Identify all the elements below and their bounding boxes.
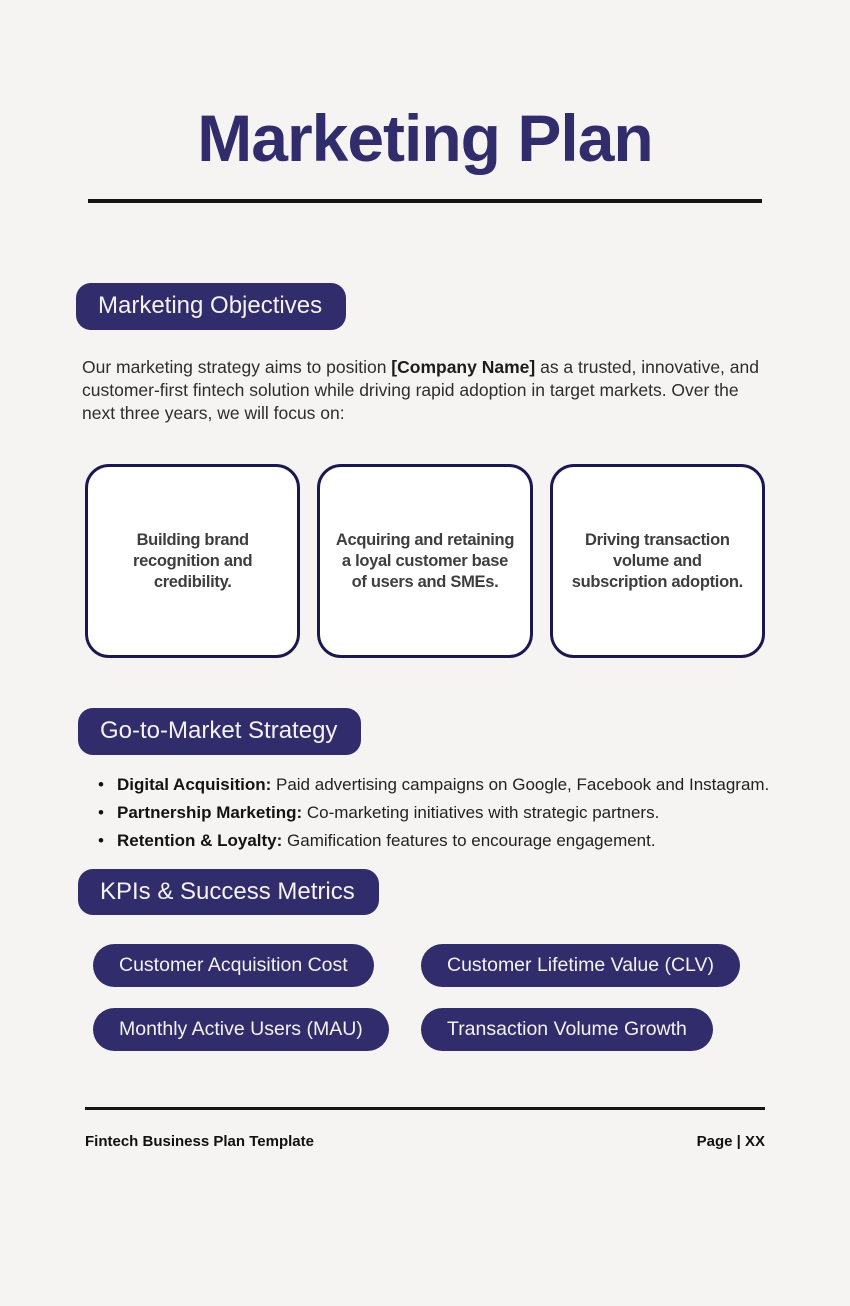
bullet-partnership-marketing: • Partnership Marketing: Co-marketing ini… — [98, 803, 790, 822]
footer-document-title: Fintech Business Plan Template — [85, 1133, 314, 1151]
card-text-line: a loyal customer base — [341, 552, 509, 571]
bullet-label: Digital Acquisition: — [117, 774, 272, 794]
card-text-line: Building brand — [136, 531, 250, 550]
bullet-retention-loyalty: • Retention & Loyalty: Gamification featu… — [98, 831, 790, 850]
card-text-line: Acquiring and retaining — [335, 531, 515, 550]
kpi-pill-customer-acquisition-cost: Customer Acquisition Cost — [93, 944, 374, 988]
heading-go-to-market: Go-to-Market Strategy — [78, 708, 362, 755]
bullet-text: Co-marketing initiatives with strategic … — [302, 802, 660, 822]
card-text-line: volume and — [612, 552, 702, 571]
section-kpis: KPIs & Success Metrics — [78, 868, 850, 916]
document-page: Marketing Plan Marketing Objectives Our … — [0, 101, 850, 1150]
bullet-label: Partnership Marketing: — [117, 802, 303, 822]
kpi-pill-customer-lifetime-value: Customer Lifetime Value (CLV) — [421, 944, 740, 988]
card-text-line: of users and SMEs. — [351, 572, 499, 591]
company-name-placeholder: [Company Name] — [391, 356, 536, 377]
title-divider — [88, 199, 762, 204]
kpi-pill-monthly-active-users: Monthly Active Users (MAU) — [93, 1008, 389, 1052]
heading-marketing-objectives: Marketing Objectives — [76, 283, 347, 330]
objective-card-transactions: Driving transaction volume and subscript… — [549, 464, 765, 659]
page-title: Marketing Plan — [197, 101, 653, 175]
objective-card-brand: Building brand recognition and credibili… — [85, 464, 301, 659]
objective-card-customers: Acquiring and retaining a loyal customer… — [317, 464, 533, 659]
footer-page-number: Page | XX — [696, 1133, 765, 1151]
bullet-label: Retention & Loyalty: — [117, 830, 283, 850]
objective-cards: Building brand recognition and credibili… — [85, 464, 765, 659]
section-marketing-objectives: Marketing Objectives — [76, 283, 850, 330]
bullet-text: Paid advertising campaigns on Google, Fa… — [271, 774, 770, 794]
bullet-dot: • — [98, 774, 104, 794]
card-text-line: Driving transaction — [584, 531, 730, 550]
bullet-text: Gamification features to encourage engag… — [282, 830, 656, 850]
objectives-intro-paragraph: Our marketing strategy aims to position … — [82, 356, 768, 426]
gtm-bullet-list: • Digital Acquisition: Paid advertising c… — [98, 775, 790, 850]
card-text-line: recognition and — [133, 552, 253, 571]
footer-divider — [85, 1107, 765, 1111]
kpi-pill-transaction-volume-growth: Transaction Volume Growth — [421, 1008, 713, 1052]
footer: Fintech Business Plan Template Page | XX — [85, 1133, 765, 1150]
heading-kpis: KPIs & Success Metrics — [78, 868, 379, 916]
bullet-dot: • — [98, 830, 104, 850]
section-go-to-market: Go-to-Market Strategy — [78, 708, 850, 755]
kpi-pill-grid: Customer Acquisition Cost Customer Lifet… — [93, 944, 850, 1052]
intro-text-pre: Our marketing strategy aims to position — [82, 356, 392, 377]
card-text-line: subscription adoption. — [571, 572, 744, 591]
bullet-dot: • — [98, 802, 104, 822]
bullet-digital-acquisition: • Digital Acquisition: Paid advertising c… — [98, 775, 790, 794]
intro-text-post: as a trusted, innovative, and customer-f… — [82, 356, 759, 424]
card-text-line: credibility. — [153, 572, 232, 591]
